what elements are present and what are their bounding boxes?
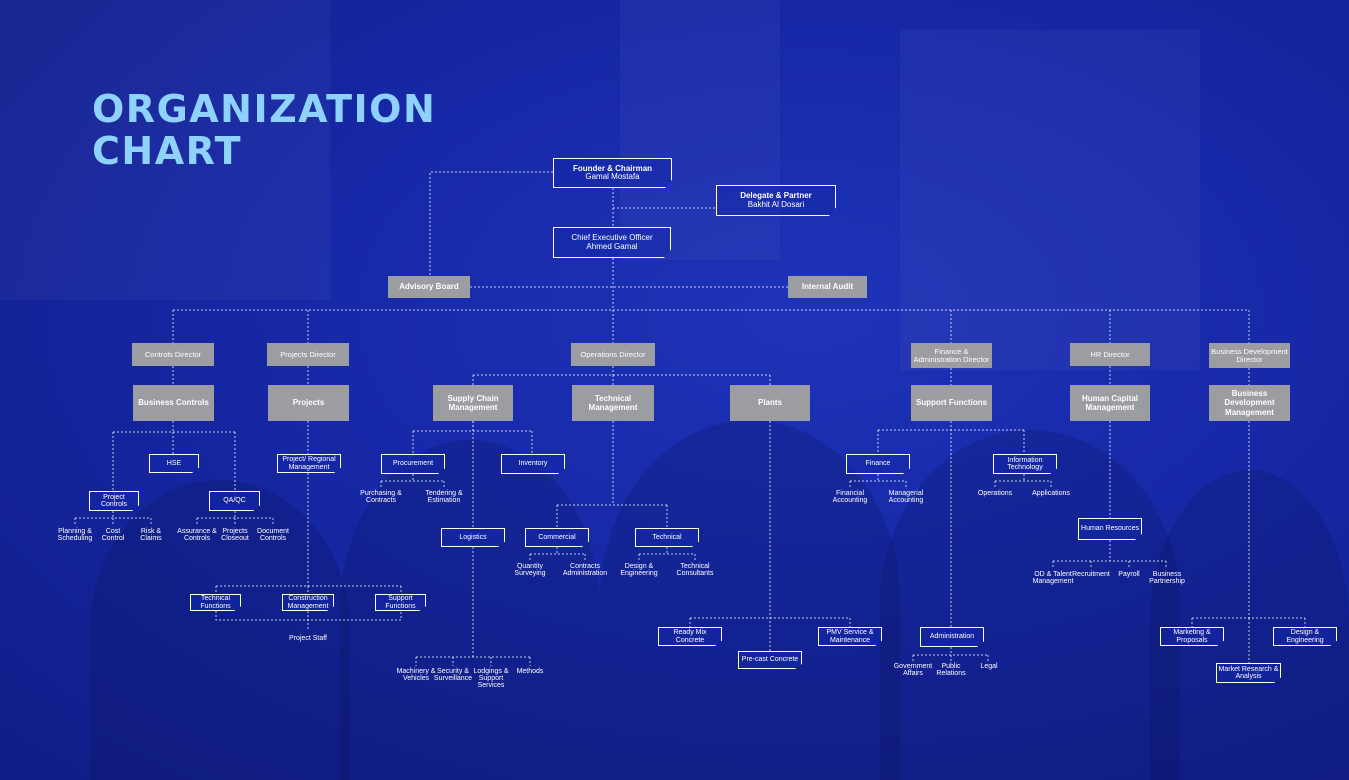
controls-director-box: Controls Director [132,343,214,366]
delegate-box: Delegate & Partner Bakhit Al Dosari [716,185,836,216]
label-public-relations: Public Relations [936,663,966,677]
background-crowd-5 [90,480,350,780]
technical-box: Technical [635,528,699,547]
business-dev-management-box: Business Development Management [1209,385,1290,421]
hse-box: HSE [149,454,199,473]
plants-box: Plants [730,385,810,421]
technical-functions-box: Technical Functions [190,594,241,611]
background-crowd-2 [600,420,900,780]
precast-box: Pre-cast Concrete [738,651,802,669]
founder-box: Founder & Chairman Gamal Mostafa [553,158,672,188]
commercial-box: Commercial [525,528,589,547]
label-purchasing: Purchasing & Contracts [360,490,402,504]
support-functions-small-box: Support Functions [375,594,426,611]
projects-box: Projects [268,385,349,421]
label-assurance: Assurance & Controls [177,528,217,542]
hr-director-box: HR Director [1070,343,1150,366]
label-payroll: Payroll [1118,571,1140,578]
label-od-talent: OD & Talent Management [1032,571,1074,585]
label-technical-consultants: Technical Consultants [676,563,714,577]
business-controls-box: Business Controls [133,385,214,421]
label-document-controls: Document Controls [257,528,289,542]
label-machinery: Machinery & Vehicles [396,668,436,682]
label-planning: Planning & Scheduling [57,528,93,542]
ceo-role: Chief Executive Officer [571,233,653,243]
ready-mix-box: Ready Mix Concrete [658,627,722,646]
label-cost-control: Cost Control [101,528,125,542]
label-government-affairs: Government Affairs [893,663,933,677]
qa-qc-box: QA/QC [209,491,260,511]
inventory-box: Inventory [501,454,565,474]
label-quantity-surveying: Quantity Surveying [514,563,546,577]
marketing-box: Marketing & Proposals [1160,627,1224,646]
label-applications: Applications [1032,490,1070,497]
human-capital-box: Human Capital Management [1070,385,1150,421]
page-title-line1: ORGANIZATION [92,87,437,131]
internal-audit-box: Internal Audit [788,276,867,298]
label-tendering: Tendering & Estimation [425,490,463,504]
label-design-engineering: Design & Engineering [620,563,658,577]
label-legal: Legal [980,663,998,670]
market-research-box: Market Research & Analysis [1216,663,1281,683]
finance-box: Finance [846,454,910,474]
supply-chain-box: Supply Chain Management [433,385,513,421]
page-title: ORGANIZATION CHART [92,88,436,172]
label-recruitment: Recruitment [1072,571,1110,578]
label-contracts-admin: Contracts Administration [562,563,608,577]
label-financial-accounting: Financial Accounting [832,490,868,504]
information-technology-box: Information Technology [993,454,1057,474]
delegate-role: Delegate & Partner [740,191,812,201]
logistics-box: Logistics [441,528,505,547]
administration-box: Administration [920,627,984,647]
page-title-line2: CHART [92,129,243,173]
project-controls-box: Project Controls [89,491,139,511]
projects-director-box: Projects Director [267,343,349,366]
advisory-board-box: Advisory Board [388,276,470,298]
label-operations: Operations [977,490,1013,497]
label-methods: Methods [516,668,544,675]
ceo-name: Ahmed Gamal [586,241,638,251]
project-regional-box: Project/ Regional Management [277,454,341,473]
operations-director-box: Operations Director [571,343,655,366]
label-managerial-accounting: Managerial Accounting [888,490,924,504]
label-security: Security & Surveillance [433,668,473,682]
founder-name: Gamal Mostafa [585,172,640,181]
design-engineering-box: Design & Engineering [1273,627,1337,646]
finance-director-box: Finance & Administration Director [911,343,992,368]
label-projects-closeout: Projects Closeout [221,528,249,542]
background-crowd-3 [880,430,1180,780]
procurement-box: Procurement [381,454,445,474]
label-project-staff: Project Staff [288,635,327,642]
technical-management-box: Technical Management [572,385,654,421]
delegate-name: Bakhit Al Dosari [747,199,805,209]
ceo-box: Chief Executive Officer Ahmed Gamal [553,227,671,258]
label-lodgings: Lodgings & Support Services [473,668,509,689]
construction-management-box: Construction Management [282,594,334,611]
human-resources-box: Human Resources [1078,518,1142,540]
business-dev-director-box: Business Development Director [1209,343,1290,368]
founder-role: Founder & Chairman [572,163,653,173]
label-business-partnership: Business Partnership [1149,571,1185,585]
pmv-box: PMV Service & Maintenance [818,627,882,646]
support-functions-box: Support Functions [911,385,992,421]
connector [388,171,553,288]
label-risk-claims: Risk & Claims [140,528,162,542]
